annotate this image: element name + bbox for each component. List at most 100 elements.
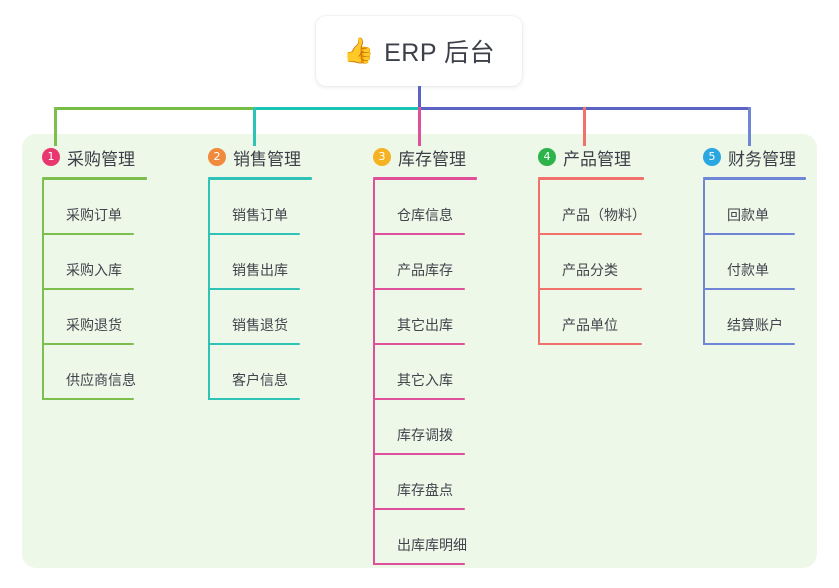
menu-item-label: 回款单 — [727, 207, 769, 223]
menu-item-rule — [538, 343, 642, 345]
bus-segment-mid — [253, 107, 419, 110]
menu-item-label: 采购退货 — [66, 317, 122, 333]
menu-item-rule — [703, 343, 795, 345]
column-finance: 5 财务管理回款单付款单结算账户 — [703, 144, 806, 345]
column-spine — [703, 180, 705, 345]
menu-item-rule — [42, 288, 134, 290]
menu-item[interactable]: 客户信息 — [208, 345, 312, 400]
column-spine — [373, 180, 375, 565]
column-items: 产品（物料） 产品分类产品单位 — [538, 180, 646, 345]
column-number-badge: 3 — [373, 148, 391, 166]
column-number-badge: 5 — [703, 148, 721, 166]
menu-item-rule — [538, 233, 642, 235]
menu-item[interactable]: 出库库明细 — [373, 510, 477, 565]
menu-item-label: 产品单位 — [562, 317, 618, 333]
column-header-rule — [208, 177, 312, 180]
menu-item-label: 库存调拨 — [397, 427, 453, 443]
menu-item[interactable]: 其它出库 — [373, 290, 477, 345]
root-node-content: 👍 ERP 后台 — [343, 33, 495, 69]
connector-drop-3 — [418, 107, 421, 146]
connector-drop-2 — [253, 107, 256, 146]
column-header-rule — [373, 177, 477, 180]
menu-item-rule — [373, 508, 465, 510]
column-inventory: 3 库存管理仓库信息产品库存其它出库其它入库库存调拨库存盘点出库库明细 — [373, 144, 477, 565]
connector-drop-1 — [54, 107, 57, 146]
diagram-panel — [22, 134, 817, 568]
menu-item-rule — [42, 398, 134, 400]
connector-drop-4 — [583, 107, 586, 146]
menu-item[interactable]: 回款单 — [703, 180, 806, 235]
menu-item-label: 客户信息 — [232, 372, 288, 388]
thumbs-up-icon: 👍 — [342, 36, 375, 65]
menu-item[interactable]: 仓库信息 — [373, 180, 477, 235]
menu-item[interactable]: 产品单位 — [538, 290, 644, 345]
column-purchasing: 1 采购管理采购订单采购入库采购退货供应商信息 — [42, 144, 147, 400]
menu-item[interactable]: 产品分类 — [538, 235, 644, 290]
menu-item-label: 销售出库 — [232, 262, 288, 278]
menu-item-label: 其它入库 — [397, 372, 453, 388]
menu-item[interactable]: 销售订单 — [208, 180, 312, 235]
menu-item-rule — [373, 398, 465, 400]
column-header-inventory[interactable]: 3 库存管理 — [373, 144, 477, 170]
menu-item-rule — [373, 563, 465, 565]
menu-item-rule — [42, 343, 134, 345]
menu-item[interactable]: 结算账户 — [703, 290, 806, 345]
column-title: 销售管理 — [233, 149, 301, 169]
root-node-title: ERP 后台 — [384, 39, 496, 67]
menu-item-label: 销售退货 — [232, 317, 288, 333]
column-title: 产品管理 — [563, 149, 631, 169]
column-spine — [538, 180, 540, 345]
column-title: 财务管理 — [728, 149, 796, 169]
column-header-rule — [538, 177, 644, 180]
menu-item[interactable]: 库存盘点 — [373, 455, 477, 510]
menu-item-label: 产品库存 — [397, 262, 453, 278]
menu-item[interactable]: 销售退货 — [208, 290, 312, 345]
connector-trunk — [418, 86, 421, 110]
column-header-rule — [42, 177, 147, 180]
menu-item-rule — [703, 288, 795, 290]
bus-segment-left — [54, 107, 254, 110]
menu-item[interactable]: 采购退货 — [42, 290, 147, 345]
menu-item[interactable]: 采购订单 — [42, 180, 147, 235]
menu-item-rule — [42, 233, 134, 235]
column-items: 回款单付款单结算账户 — [703, 180, 806, 345]
column-items: 仓库信息产品库存其它出库其它入库库存调拨库存盘点出库库明细 — [373, 180, 477, 565]
menu-item-label: 产品分类 — [562, 262, 618, 278]
menu-item[interactable]: 采购入库 — [42, 235, 147, 290]
column-number-badge: 1 — [42, 148, 60, 166]
column-title: 采购管理 — [67, 149, 135, 169]
column-items: 采购订单采购入库采购退货供应商信息 — [42, 180, 147, 400]
column-spine — [42, 180, 44, 400]
menu-item-label: 其它出库 — [397, 317, 453, 333]
menu-item-label: 供应商信息 — [66, 372, 136, 388]
menu-item-label: 付款单 — [727, 262, 769, 278]
menu-item-rule — [208, 343, 300, 345]
column-title: 库存管理 — [398, 149, 466, 169]
menu-item-rule — [703, 233, 795, 235]
column-header-rule — [703, 177, 806, 180]
menu-item-rule — [208, 398, 300, 400]
menu-item[interactable]: 库存调拨 — [373, 400, 477, 455]
menu-item-rule — [373, 343, 465, 345]
column-header-purchasing[interactable]: 1 采购管理 — [42, 144, 147, 170]
root-node-erp-backend[interactable]: 👍 ERP 后台 — [316, 16, 522, 86]
menu-item[interactable]: 付款单 — [703, 235, 806, 290]
menu-item[interactable]: 产品库存 — [373, 235, 477, 290]
menu-item-label: 结算账户 — [727, 317, 783, 333]
menu-item-rule — [208, 233, 300, 235]
column-header-finance[interactable]: 5 财务管理 — [703, 144, 806, 170]
menu-item[interactable]: 其它入库 — [373, 345, 477, 400]
menu-item[interactable]: 销售出库 — [208, 235, 312, 290]
menu-item[interactable]: 产品（物料） — [538, 180, 646, 235]
column-items: 销售订单销售出库销售退货客户信息 — [208, 180, 312, 400]
menu-item[interactable]: 供应商信息 — [42, 345, 147, 400]
column-spine — [208, 180, 210, 400]
menu-item-rule — [538, 288, 642, 290]
menu-item-label: 库存盘点 — [397, 482, 453, 498]
connector-drop-5 — [748, 107, 751, 146]
menu-item-rule — [373, 233, 465, 235]
